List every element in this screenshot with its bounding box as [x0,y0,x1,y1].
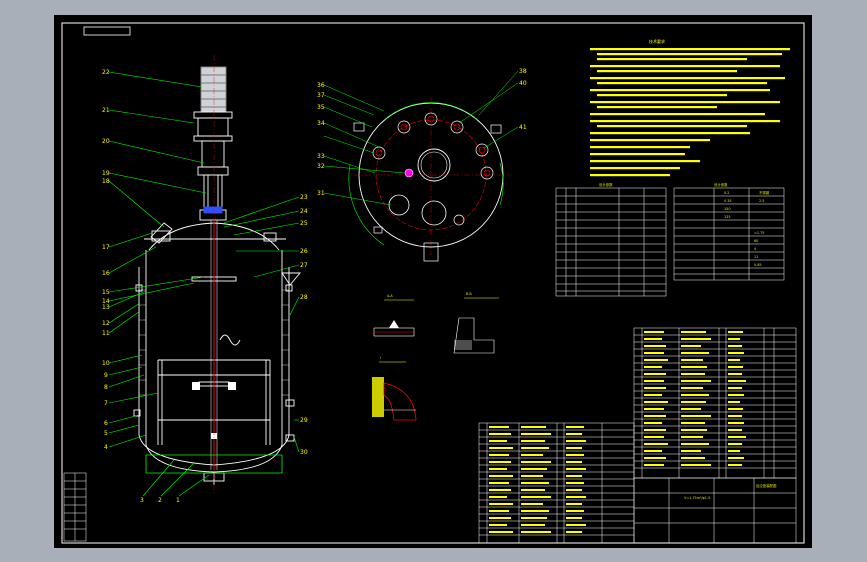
param-value-2: 0.35 [724,199,732,203]
param-value-1: 0.2 [724,191,729,195]
param-value-5: 不锈钢 [759,190,770,195]
cad-drawing: 22 21 20 19 18 17 16 15 14 13 12 11 10 9… [61,22,805,544]
callouts-bottom: 3 2 1 [140,497,180,504]
param-value-9: 4 [754,247,756,251]
right-leaders [223,196,300,453]
callout-15: 15 [102,289,110,296]
param-table: 设计参数 0.2 0.35 150 135 不锈钢 2.5 ≈1.75 60 4… [673,182,785,281]
callout-36: 36 [317,82,325,89]
drawing-sheet: 22 21 20 19 18 17 16 15 14 13 12 11 10 9… [54,15,812,548]
callout-26: 26 [300,248,308,255]
callout-19: 19 [102,170,110,177]
section-label-a: A-A [387,294,393,298]
motor [200,66,227,113]
callout-7: 7 [104,400,108,407]
callout-28: 28 [300,294,308,301]
callout-29: 29 [300,417,308,424]
section-label-b: B-B [466,292,472,296]
callout-2: 2 [158,497,162,504]
callout-10: 10 [102,360,110,367]
jacket-outline [145,454,283,474]
param-value-3: 150 [724,207,730,211]
callout-3: 3 [140,497,144,504]
callout-24: 24 [300,208,308,215]
nozzle-table-title: 设计参数 [599,182,613,187]
bom-table [478,327,797,544]
top-view: 36 37 35 34 33 32 31 38 40 41 [317,68,527,262]
callout-11: 11 [102,330,110,337]
param-value-4: 135 [724,215,730,219]
technical-notes: 技术要求 [590,38,790,177]
callout-31: 31 [317,190,325,197]
reactor-vessel [133,66,301,485]
bottom-leaders [142,459,210,497]
detail-sections: A-A B-B I [372,292,499,421]
corner-box [83,26,131,36]
callout-8: 8 [104,384,108,391]
callouts-right: 23 24 25 26 27 28 29 30 [300,194,308,456]
callout-18: 18 [102,178,110,185]
nozzle-table: 设计参数 [555,182,667,297]
callout-20: 20 [102,138,110,145]
bom-text [489,331,746,533]
callout-37: 37 [317,92,325,99]
title-block-spec: V=1.75m³/φ1.5 [684,496,710,500]
callout-33: 33 [317,153,325,160]
callout-9: 9 [104,372,108,379]
callout-22: 22 [102,69,110,76]
callout-32: 32 [317,163,325,170]
left-leaders [108,71,207,448]
callout-6: 6 [104,420,108,427]
callout-13: 13 [102,304,110,311]
param-value-11: 0.85 [754,263,762,267]
notes-title: 技术要求 [649,38,665,44]
section-label-i: I [380,356,381,360]
param-value-10: 11 [754,255,758,259]
drawing-frame [61,22,805,544]
callout-4: 4 [104,444,108,451]
callout-23: 23 [300,194,308,201]
callout-38: 38 [519,68,527,75]
callout-17: 17 [102,244,110,251]
callout-40: 40 [519,80,527,87]
callout-34: 34 [317,120,325,127]
callout-30: 30 [300,449,308,456]
callout-25: 25 [300,220,308,227]
callout-1: 1 [176,497,180,504]
param-value-6: 2.5 [759,199,764,203]
callout-12: 12 [102,320,110,327]
param-table-title: 设计参数 [714,182,728,187]
param-value-8: 60 [754,239,758,243]
param-value-7: ≈1.75 [754,231,764,235]
callout-27: 27 [300,262,308,269]
callout-5: 5 [104,430,108,437]
callouts-left: 22 21 20 19 18 17 16 15 14 13 12 11 10 9… [102,69,110,451]
callout-16: 16 [102,270,110,277]
callout-14: 14 [102,298,110,305]
drawing-title: 反应釜装配图 [756,483,777,488]
side-table [63,472,87,542]
callout-41: 41 [519,124,527,131]
callout-21: 21 [102,107,110,114]
callout-35: 35 [317,104,325,111]
